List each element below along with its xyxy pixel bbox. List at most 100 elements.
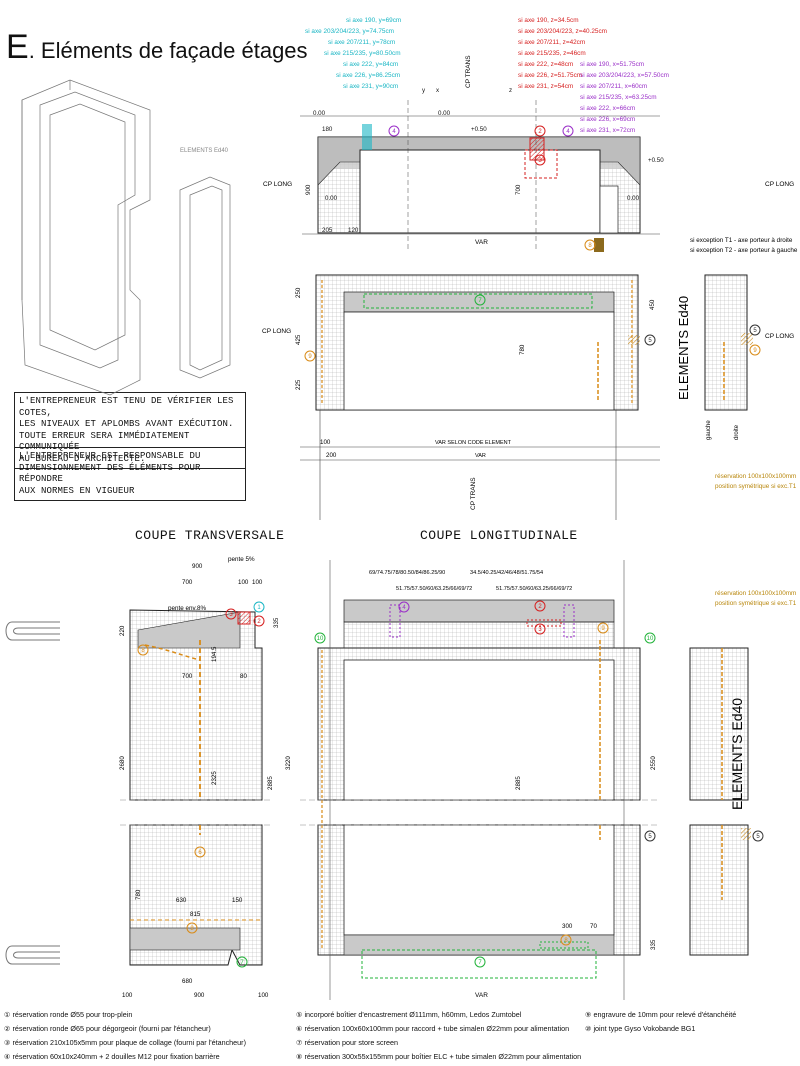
axis-purple-0: si axe 190, x=51.75cm (580, 61, 644, 68)
axis-purple-4: si axe 222, x=66cm (580, 105, 635, 112)
svg-text:7: 7 (478, 960, 482, 966)
svg-text:5: 5 (753, 328, 757, 334)
callout-4: 4 (388, 125, 400, 137)
legend-item-8: ⑧ réservation 300x55x155mm pour boîtier … (296, 1052, 582, 1061)
dim-205: 205 (322, 227, 333, 234)
exception-1: si exception T1 - axe porteur à droite (690, 237, 793, 244)
callout-8c: 8 (186, 922, 198, 934)
axis-cyan-2: si axe 207/211, y=78cm (328, 39, 395, 46)
callout-2c: 2 (534, 600, 546, 612)
dim-t-2885: 2885 (267, 776, 274, 790)
axis-red-1: si axe 203/204/223, z=40.25cm (518, 28, 607, 35)
svg-text:6: 6 (198, 850, 202, 856)
svg-text:2: 2 (538, 604, 542, 610)
var-top: VAR (475, 239, 488, 246)
svg-text:8: 8 (190, 926, 194, 932)
callout-7: 7 (474, 294, 486, 306)
svg-text:8: 8 (141, 648, 145, 654)
cp-trans-bottom: CP TRANS (470, 477, 477, 510)
heading-coupe-transversale: COUPE TRANSVERSALE (135, 528, 285, 543)
callout-4b: 4 (562, 125, 574, 137)
elevation-dimensions: 250 425 225 780 450 100 200 (295, 287, 656, 459)
legend-item-10: ⑩ joint type Gyso Vokobande BG1 (585, 1024, 696, 1033)
axis-cyan-0: si axe 190, y=69cm (346, 17, 401, 24)
plan-top-view (300, 100, 660, 252)
transversale-dimensions: 900 700 100 100 220 335 194.5 700 80 268… (119, 563, 292, 999)
red-reservation (529, 137, 545, 161)
callout-6: 6 (194, 846, 206, 858)
dim-t-220: 220 (119, 625, 126, 636)
axis-purple-5: si axe 226, x=69cm (580, 116, 635, 123)
svg-text:9: 9 (753, 348, 757, 354)
dim-t-100b: 100 (252, 579, 263, 586)
axis-red-5: si axe 226, z=51.75cm (518, 72, 582, 79)
title-letter: E (6, 28, 29, 66)
axis-purple-2: si axe 207/211, x=60cm (580, 83, 647, 90)
dim-l-2550: 2550 (650, 756, 657, 770)
dim-t-100d: 100 (258, 992, 269, 999)
svg-text:8: 8 (588, 243, 592, 249)
elements-ed40-label-2: ELEMENTS Ed40 (729, 698, 745, 810)
note-line: L'ENTREPRENEUR EST RESPONSABLE DU (19, 451, 201, 461)
note-responsibility: L'ENTREPRENEUR EST RESPONSABLE DU DIMENS… (14, 447, 246, 501)
reservation-note-1: réservation 100x100x100mm (715, 473, 796, 480)
page-title: E. Eléments de façade étages (6, 28, 308, 67)
dim-t-80: 80 (240, 673, 247, 680)
legend-item-9: ⑨ engravure de 10mm pour relevé d'étanch… (585, 1010, 737, 1019)
dim-t-780: 780 (135, 889, 142, 900)
var-label: VAR (475, 453, 486, 459)
level-plus-right: +0.50 (648, 157, 664, 164)
note-line: AU BUREAU D'ARCHITECTE. (19, 453, 146, 464)
dim-long-top2: 34.5/40.25/42/46/48/51.75/54 (470, 570, 543, 576)
dim-long-mid1: 51.75/57.50/60/63.25/66/69/72 (396, 586, 472, 592)
pente-8: pente env.8% (168, 605, 206, 612)
svg-text:3: 3 (538, 158, 542, 164)
callout-5c: 5 (644, 830, 656, 842)
cp-trans-top: CP TRANS (465, 55, 472, 88)
dim-t-700b: 700 (182, 673, 193, 680)
heading-coupe-longitudinale: COUPE LONGITUDINALE (420, 528, 578, 543)
dim-l-70: 70 (590, 923, 597, 930)
callout-10: 10 (314, 632, 326, 644)
dim-180: 180 (322, 126, 333, 133)
dim-250: 250 (295, 287, 302, 298)
elevation-view (300, 274, 660, 520)
legend-item-2: ② réservation ronde Ø65 pour dégorgeoir … (4, 1024, 211, 1033)
label-x: x (436, 87, 440, 94)
dim-t-680: 680 (182, 978, 193, 985)
svg-text:4: 4 (566, 129, 570, 135)
legend-column-1: ① réservation ronde Ø55 pour trop-plein … (4, 1008, 246, 1064)
axis-purple-3: si axe 215/235, x=63.25cm (580, 94, 657, 101)
svg-text:2: 2 (538, 129, 542, 135)
exception-2: si exception T2 - axe porteur à gauche (690, 247, 798, 254)
axis-red-3: si axe 215/235, z=46cm (518, 50, 586, 57)
cyan-reservation (362, 124, 372, 150)
axis-red-6: si axe 231, z=54cm (518, 83, 573, 90)
legend-item-1: ① réservation ronde Ø55 pour trop-plein (4, 1010, 133, 1019)
svg-text:9: 9 (308, 354, 312, 360)
dim-450: 450 (649, 299, 656, 310)
coupe-transversale-drawing (120, 609, 270, 966)
elements-ed40-label: ELEMENTS Ed40 (676, 296, 691, 400)
coupe-longitudinale-drawing (300, 560, 660, 1000)
axes-annotations: si axe 190, y=69cm si axe 203/204/223, y… (305, 17, 669, 134)
callout-3b: 3 (225, 608, 237, 620)
callout-8: 8 (584, 239, 596, 251)
drawing-canvas: ELEMENTS Ed40 si axe 190, y=69cm si axe … (5, 17, 798, 1000)
iso-label: ELEMENTS Ed40 (180, 148, 229, 154)
dim-t-3220: 3220 (285, 756, 292, 770)
pente-5: pente 5% (228, 556, 255, 563)
axis-cyan-4: si axe 222, y=84cm (343, 61, 398, 68)
dim-t-815: 815 (190, 911, 201, 918)
svg-text:10: 10 (647, 636, 654, 642)
label-z: z (509, 87, 512, 94)
dim-200: 200 (326, 452, 337, 459)
legend-item-6: ⑥ réservation 100x60x100mm pour raccord … (296, 1024, 570, 1033)
callout-8b: 8 (137, 644, 149, 656)
svg-text:2: 2 (257, 619, 261, 625)
callout-2b: 2 (253, 615, 265, 627)
dim-l-300: 300 (562, 923, 573, 930)
label-y: y (422, 87, 426, 94)
note-line: AUX NORMES EN VIGUEUR (19, 485, 135, 496)
var-code-label: VAR SELON CODE ELEMENT (435, 440, 512, 446)
